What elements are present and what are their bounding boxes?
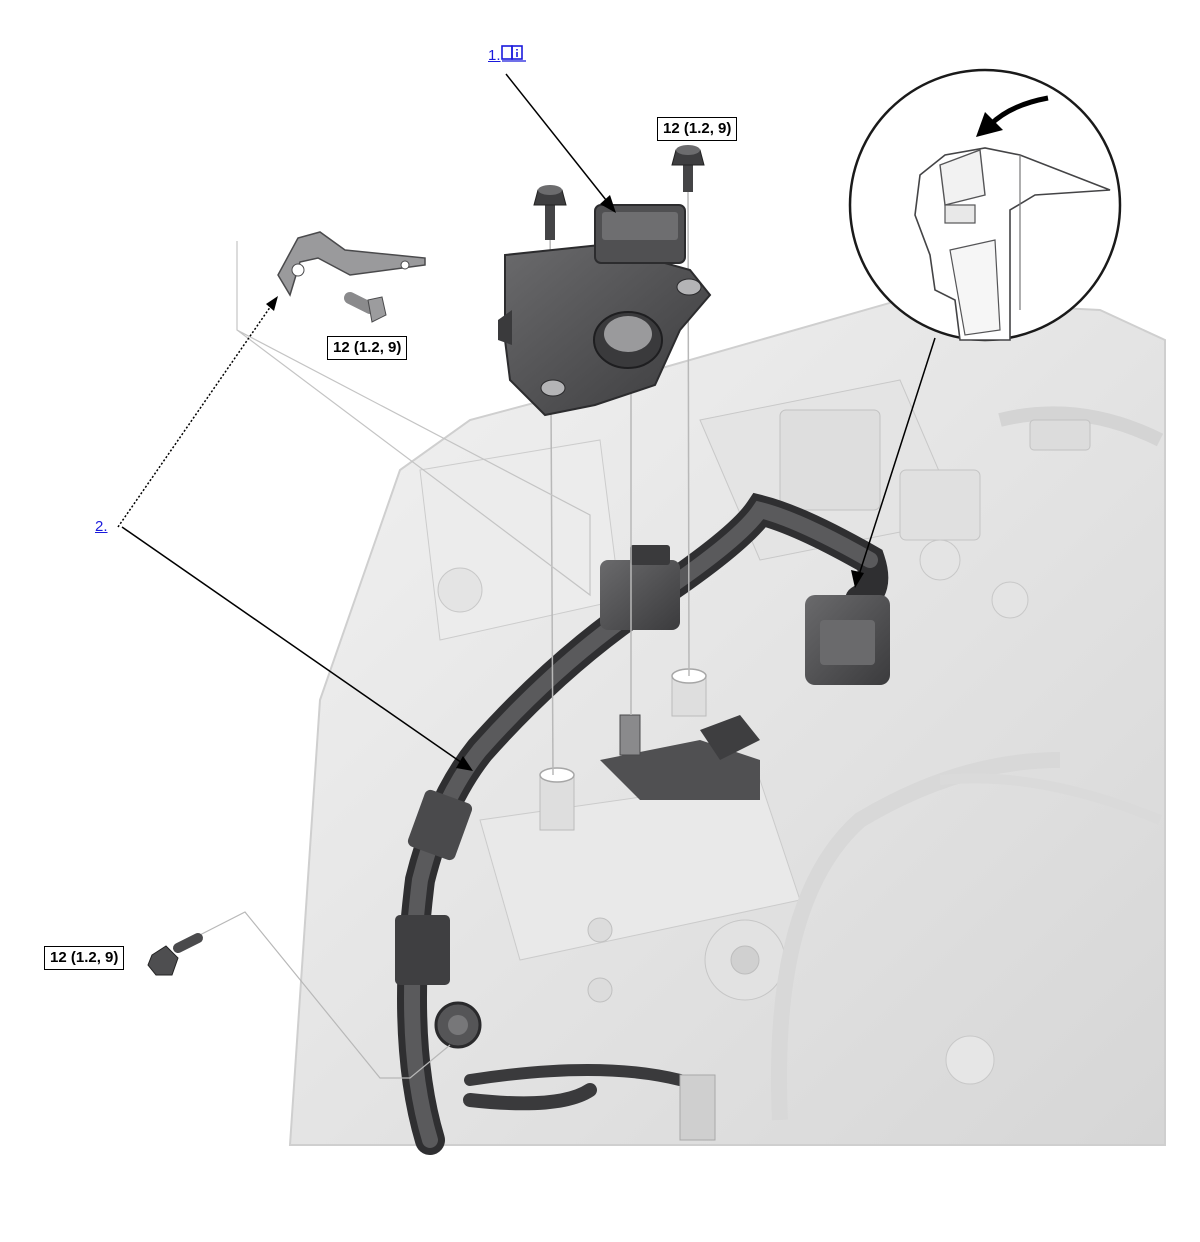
bolt-lower-left [147,911,451,1079]
manual-book-icon [500,45,526,62]
wire-harness [395,492,890,1155]
torque-spec-bracket: 12 (1.2, 9) [327,336,408,360]
bolt-switch-left [533,185,567,240]
step-2-link[interactable]: 2. [95,518,108,535]
mounting-points [539,668,760,831]
torque-spec-top: 12 (1.2, 9) [657,117,738,141]
connector-release-detail [848,68,1122,342]
leader-lines [117,73,936,766]
harness-bracket [236,231,591,597]
leader-arrowheads [266,195,864,771]
step-1-link[interactable]: 1. [488,44,527,64]
transmission-range-switch [498,204,712,417]
bolt-switch-right [671,145,705,192]
bolt-bracket [344,292,387,323]
torque-spec-lower-left: 12 (1.2, 9) [44,946,125,970]
step-1-label: 1. [488,47,501,64]
